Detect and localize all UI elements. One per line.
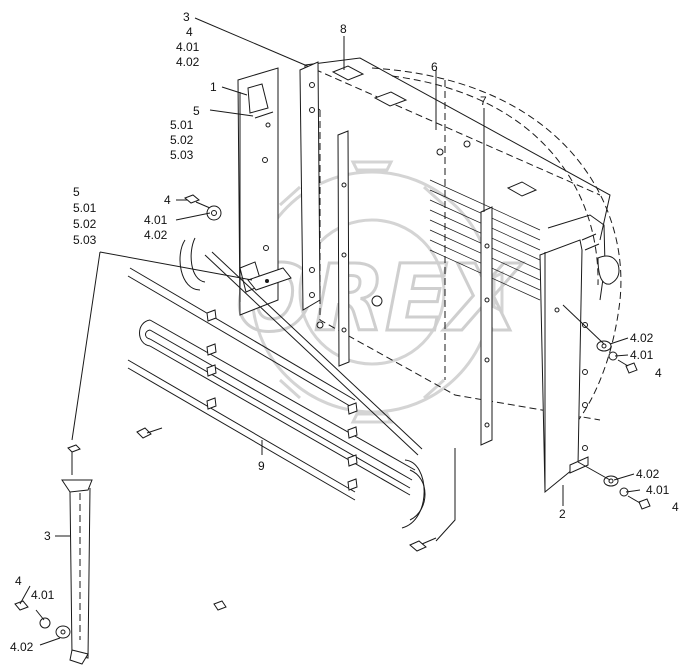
bolt-lower-center <box>409 537 437 552</box>
callout-5-02-left: 5.02 <box>73 217 97 231</box>
callout-2: 2 <box>559 507 566 521</box>
right-bracket <box>539 239 589 494</box>
callout-5-01: 5.01 <box>170 118 194 132</box>
callout-4-bolt: 4 <box>164 193 171 207</box>
callout-4-right-upper: 4 <box>655 366 662 380</box>
callout-4-02-right-upper: 4.02 <box>630 331 654 345</box>
bolt-bottom-center <box>136 427 163 439</box>
callout-4-01: 4.01 <box>176 40 200 54</box>
hose-lines <box>127 237 426 529</box>
callout-1: 1 <box>210 80 217 94</box>
callout-7: 7 <box>480 94 487 108</box>
callout-3: 3 <box>183 10 190 24</box>
side-strip-7 <box>480 206 493 446</box>
callout-4-01-right-lower: 4.01 <box>646 483 670 497</box>
callout-4-01-bolt: 4.01 <box>144 213 168 227</box>
callout-5-03: 5.03 <box>170 148 194 162</box>
bolt-left-upper <box>184 194 222 221</box>
callout-4-01-right-upper: 4.01 <box>630 348 654 362</box>
outlet-tank <box>547 214 620 301</box>
callout-4-02-bolt: 4.02 <box>144 228 168 242</box>
callout-4-02-right-lower: 4.02 <box>636 467 660 481</box>
callout-5-02: 5.02 <box>170 133 194 147</box>
callout-labels: 3 4 4.01 4.02 8 6 7 1 5 5.01 5.02 5.03 5… <box>10 10 679 654</box>
callout-4-02-side: 4.02 <box>10 640 34 654</box>
fan-shroud <box>304 64 622 441</box>
side-strip-8 <box>337 130 350 367</box>
callout-5-left: 5 <box>73 185 80 199</box>
callout-4-side: 4 <box>15 574 22 588</box>
callout-3-side: 3 <box>44 529 51 543</box>
callout-4-right-lower: 4 <box>672 500 679 514</box>
leader-lines <box>19 17 641 646</box>
callout-5-01-left: 5.01 <box>73 201 97 215</box>
left-side-panel <box>299 61 321 311</box>
callout-9: 9 <box>258 459 265 473</box>
bolt-right-lower <box>603 475 651 510</box>
hose-clips <box>206 295 383 491</box>
callout-5-03-left: 5.03 <box>73 233 97 247</box>
callout-8: 8 <box>340 22 347 36</box>
callout-6: 6 <box>431 60 438 74</box>
center-bracket <box>237 67 292 316</box>
callout-4: 4 <box>186 25 193 39</box>
callout-4-01-side: 4.01 <box>31 588 55 602</box>
callout-5: 5 <box>193 104 200 118</box>
callout-4-02: 4.02 <box>176 55 200 69</box>
side-view-bracket <box>14 444 227 665</box>
